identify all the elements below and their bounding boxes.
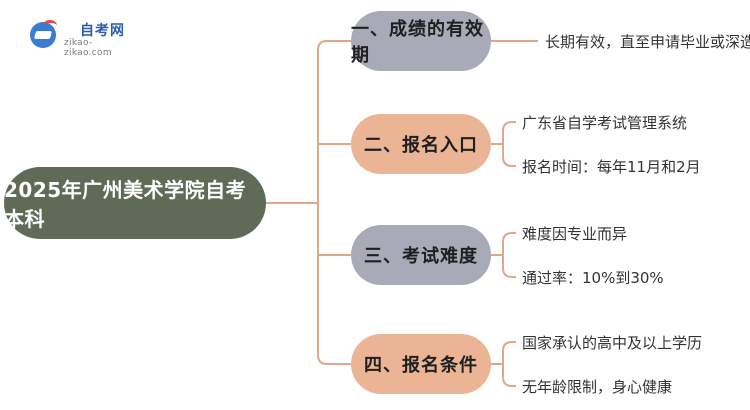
site-logo[interactable]: 自考网 zikao-zikao.com [30,20,140,58]
branch-node-registration-entry: 二、报名入口 [351,114,491,174]
leaf-registration-1: 广东省自学考试管理系统 [522,114,688,132]
logo-title: 自考网 [80,23,125,39]
leaf-requirements-2: 无年龄限制，身心健康 [522,378,673,396]
connector-leaf-3 [491,232,516,278]
branch-node-requirements: 四、报名条件 [351,334,491,394]
connector-leaf-4 [491,341,516,387]
leaf-registration-2: 报名时间：每年11月和2月 [522,158,701,176]
leaf-requirements-1: 国家承认的高中及以上学历 [522,334,703,352]
logo-url: zikao-zikao.com [64,38,112,58]
root-node: 2025年广州美术学院自考本科 [4,167,266,239]
branch-node-validity: 一、成绩的有效期 [351,11,491,71]
branch-node-exam-difficulty: 三、考试难度 [351,225,491,285]
connector-spine [317,40,351,365]
connector-leaf-2 [491,121,516,167]
logo-swoosh-icon [43,20,57,31]
leaf-difficulty-1: 难度因专业而异 [522,225,628,243]
leaf-difficulty-2: 通过率：10%到30% [522,269,664,287]
leaf-validity-1: 长期有效，直至申请毕业或深造 [545,33,750,51]
